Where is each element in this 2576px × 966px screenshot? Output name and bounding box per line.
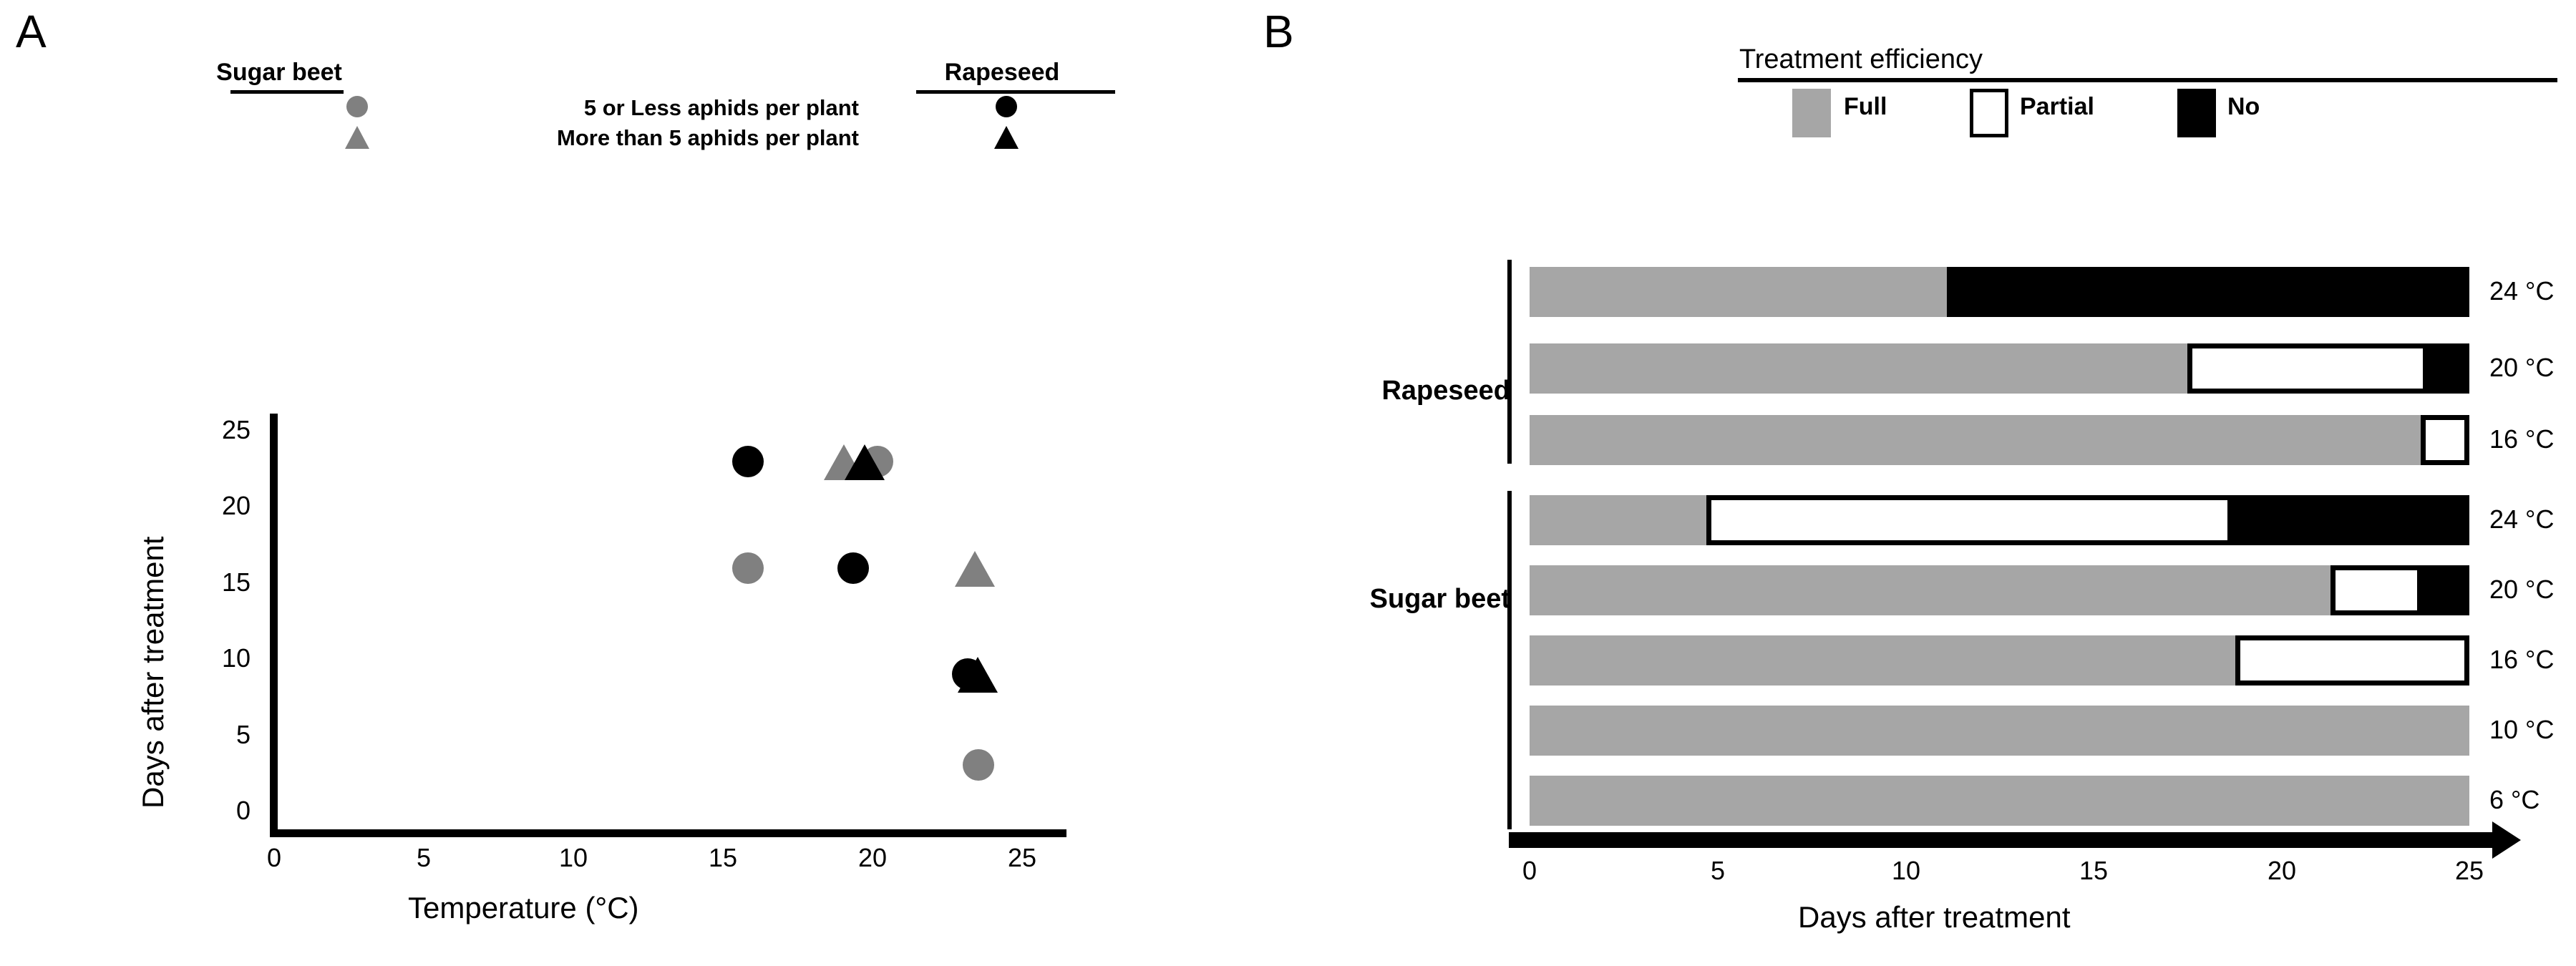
legend-label-full: Full <box>1844 93 1887 120</box>
bar-segment-full <box>1530 635 2235 686</box>
bar-row <box>1530 415 2469 465</box>
bar-temp-label: 10 °C <box>2489 715 2555 744</box>
legend-rule-sugar-beet <box>230 90 344 94</box>
panel-b-x-axis <box>1509 832 2492 848</box>
bar-segment-partial <box>2330 565 2422 615</box>
panel-b-xtick-0: 0 <box>1522 856 1537 885</box>
bar-segment-partial <box>2421 415 2469 465</box>
panel-a-xtick-0: 0 <box>266 843 282 872</box>
legend-marker-rapeseed-circle-icon <box>996 96 1017 117</box>
legend-label-partial: Partial <box>2020 93 2094 120</box>
bar-segment-full <box>1530 565 2330 615</box>
panel-a-xtick-25: 25 <box>1007 843 1037 872</box>
bar-segment-partial <box>2187 343 2428 394</box>
legend-rule-rapeseed <box>916 90 1115 94</box>
panel-a-ytick-10: 10 <box>221 643 251 673</box>
bar-row <box>1530 776 2469 826</box>
legend-swatch-full-icon <box>1792 89 1831 137</box>
scatter-point <box>963 749 994 781</box>
bar-temp-label: 24 °C <box>2489 504 2555 534</box>
legend-marker-rapeseed-triangle-icon <box>994 126 1019 149</box>
legend-marker-sugarbeet-triangle-icon <box>345 126 369 149</box>
bar-row <box>1530 635 2469 686</box>
panel-a-y-axis-title: Days after treatment <box>136 536 170 809</box>
panel-a-letter: A <box>16 6 47 57</box>
panel-b-legend-title: Treatment efficiency <box>1739 44 1983 74</box>
panel-b-xtick-10: 10 <box>1891 856 1921 885</box>
bar-segment-no <box>1947 267 2469 317</box>
scatter-point <box>837 552 869 584</box>
panel-b-group-bracket-sugar-beet <box>1507 491 1512 829</box>
panel-b-xtick-5: 5 <box>1710 856 1726 885</box>
bar-temp-label: 16 °C <box>2489 645 2555 674</box>
bar-segment-full <box>1530 706 2469 756</box>
bar-row <box>1530 565 2469 615</box>
legend-label-row-1: More than 5 aphids per plant <box>557 125 859 150</box>
legend-swatch-partial-icon <box>1970 89 2008 137</box>
bar-segment-partial <box>2235 635 2469 686</box>
panel-b-group-label-sugar-beet: Sugar beet <box>1369 584 1510 614</box>
panel-a-xtick-10: 10 <box>558 843 588 872</box>
scatter-point <box>845 444 885 480</box>
bar-temp-label: 6 °C <box>2489 785 2540 814</box>
panel-a-xtick-20: 20 <box>857 843 888 872</box>
legend-label-row-0: 5 or Less aphids per plant <box>583 95 859 120</box>
panel-b-group-bracket-rapeseed <box>1507 260 1512 464</box>
panel-a-x-axis <box>270 829 1066 837</box>
panel-b-xtick-20: 20 <box>2267 856 2297 885</box>
bar-segment-full <box>1530 267 1947 317</box>
panel-a-xtick-15: 15 <box>708 843 738 872</box>
bar-temp-label: 24 °C <box>2489 276 2555 306</box>
bar-row <box>1530 706 2469 756</box>
bar-row <box>1530 495 2469 545</box>
bar-segment-full <box>1530 343 2187 394</box>
bar-row <box>1530 267 2469 317</box>
scatter-point <box>732 446 764 477</box>
panel-a-ytick-0: 0 <box>235 796 251 825</box>
panel-a-ytick-25: 25 <box>221 415 251 444</box>
legend-marker-sugarbeet-circle-icon <box>346 96 368 117</box>
panel-b-group-label-rapeseed: Rapeseed <box>1381 376 1510 406</box>
panel-b-xtick-25: 25 <box>2454 856 2484 885</box>
bar-segment-full <box>1530 495 1706 545</box>
panel-b-xtick-15: 15 <box>2079 856 2109 885</box>
panel-a-y-axis <box>270 414 278 837</box>
panel-a-x-axis-title: Temperature (°C) <box>408 891 639 924</box>
bar-temp-label: 20 °C <box>2489 575 2555 604</box>
bar-segment-partial <box>1706 495 2232 545</box>
bar-temp-label: 16 °C <box>2489 424 2555 454</box>
panel-b-letter: B <box>1263 6 1294 57</box>
scatter-point <box>958 657 998 693</box>
panel-b-x-axis-title: Days after treatment <box>1798 900 2071 934</box>
bar-segment-full <box>1530 415 2421 465</box>
legend-swatch-no-icon <box>2177 89 2216 137</box>
scatter-point <box>955 551 995 587</box>
bar-temp-label: 20 °C <box>2489 353 2555 382</box>
panel-a-ytick-5: 5 <box>235 720 251 749</box>
panel-b-x-axis-arrow-icon <box>2492 821 2521 859</box>
bar-segment-full <box>1530 776 2469 826</box>
bar-row <box>1530 343 2469 394</box>
panel-a-xtick-5: 5 <box>416 843 432 872</box>
scatter-point <box>732 552 764 584</box>
panel-a-ytick-15: 15 <box>221 567 251 597</box>
legend-label-no: No <box>2227 93 2260 120</box>
panel-a-ytick-20: 20 <box>221 491 251 520</box>
legend-header-sugar-beet: Sugar beet <box>216 59 342 86</box>
panel-b-legend-rule <box>1738 78 2557 82</box>
legend-header-rapeseed: Rapeseed <box>944 59 1060 86</box>
